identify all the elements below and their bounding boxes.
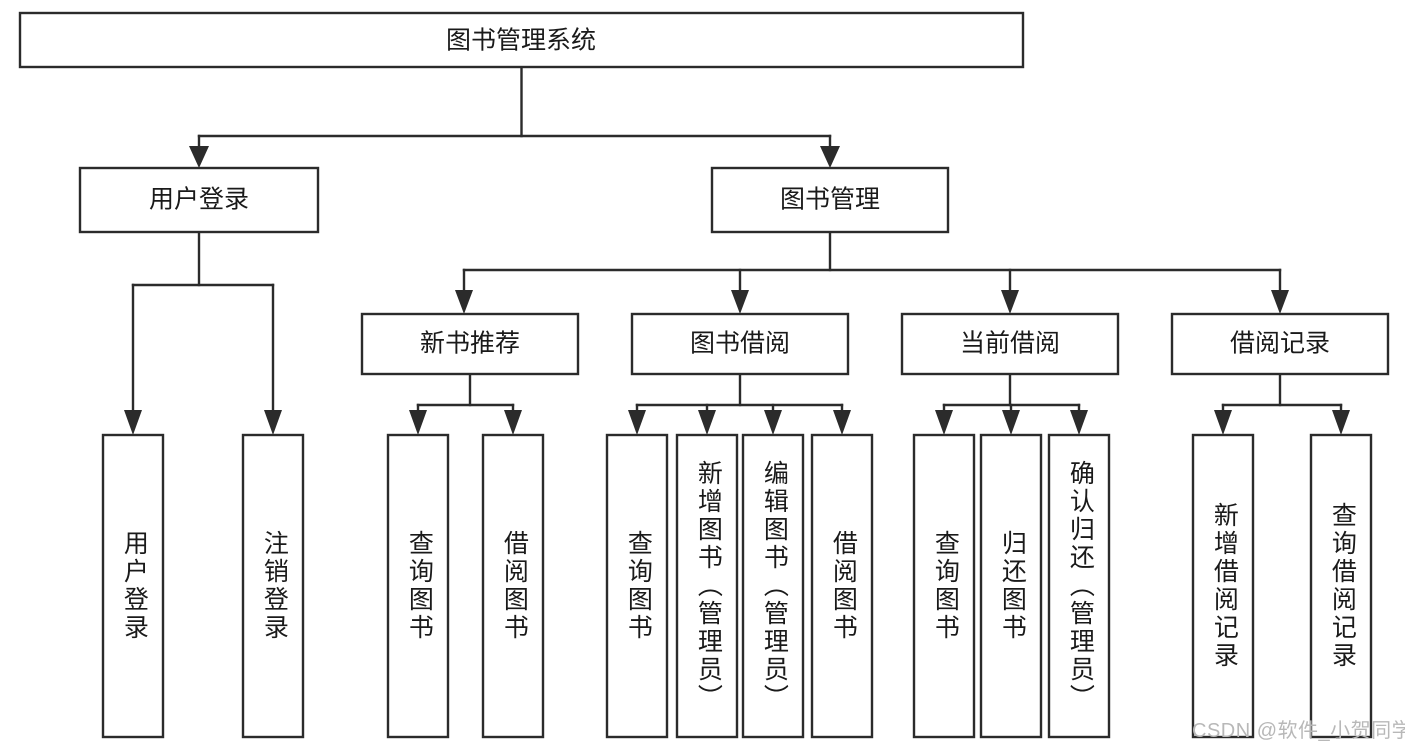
node-root[interactable]: 图书管理系统 bbox=[18, 11, 1025, 69]
node-root-box[interactable] bbox=[18, 11, 1025, 69]
leaf-book-borrow-1-box[interactable] bbox=[605, 433, 669, 739]
node-current-borrow-box[interactable] bbox=[900, 312, 1120, 376]
arrow-head-to-new-book bbox=[455, 290, 473, 314]
connector-group-new-book-to-leaves bbox=[409, 372, 522, 435]
node-borrow-record-box[interactable] bbox=[1170, 312, 1390, 376]
leaf-book-borrow-3-label: 编辑图书（管理员） bbox=[760, 460, 789, 712]
arrow-head-book-borrow-leaf-4 bbox=[833, 410, 851, 435]
leaf-current-borrow-2-label: 归还图书 bbox=[998, 530, 1027, 642]
leaf-current-borrow-2-box[interactable] bbox=[979, 433, 1043, 739]
arrow-head-book-borrow-leaf-1 bbox=[628, 410, 646, 435]
leaf-current-borrow-3[interactable]: 确认归还（管理员） bbox=[1047, 433, 1111, 739]
leaf-user-login-2-box[interactable] bbox=[241, 433, 305, 739]
leaf-book-borrow-4-box[interactable] bbox=[810, 433, 874, 739]
leaf-book-borrow-3[interactable]: 编辑图书（管理员） bbox=[741, 433, 805, 739]
node-new-book-recommend[interactable]: 新书推荐 bbox=[360, 312, 580, 376]
node-book-borrow-box[interactable] bbox=[630, 312, 850, 376]
leaf-book-borrow-4-label: 借阅图书 bbox=[829, 530, 858, 642]
arrow-head-new-book-leaf-1 bbox=[409, 410, 427, 435]
leaf-book-borrow-1-label: 查询图书 bbox=[624, 530, 653, 642]
node-new-book-recommend-box[interactable] bbox=[360, 312, 580, 376]
connector-group-book-manage-to-level3 bbox=[455, 230, 1289, 314]
node-book-manage-box[interactable] bbox=[710, 166, 950, 234]
node-user-login-box[interactable] bbox=[78, 166, 320, 234]
arrow-head-borrow-record-leaf-1 bbox=[1214, 410, 1232, 435]
leaf-current-borrow-1[interactable]: 查询图书 bbox=[912, 433, 976, 739]
connector-group-user-login-to-leaves bbox=[124, 230, 282, 435]
arrow-head-user-login-leaf-2 bbox=[264, 410, 282, 435]
arrow-head-book-borrow-leaf-2 bbox=[698, 410, 716, 435]
leaf-current-borrow-3-box[interactable] bbox=[1047, 433, 1111, 739]
arrow-head-current-borrow-leaf-3 bbox=[1070, 410, 1088, 435]
connector-group-borrow-record-to-leaves bbox=[1214, 372, 1350, 435]
leaf-new-book-1[interactable]: 查询图书 bbox=[386, 433, 450, 739]
node-book-manage-label: 图书管理 bbox=[780, 186, 880, 214]
connector-group-current-borrow-to-leaves bbox=[935, 372, 1088, 435]
leaf-book-borrow-2-label: 新增图书（管理员） bbox=[694, 460, 723, 712]
leaf-borrow-record-2[interactable]: 查询借阅记录 bbox=[1309, 433, 1373, 739]
leaf-new-book-1-label: 查询图书 bbox=[405, 530, 434, 642]
arrow-head-current-borrow-leaf-2 bbox=[1002, 410, 1020, 435]
csdn-watermark: CSDN @软件_小贺同学 bbox=[1192, 720, 1405, 742]
leaf-user-login-1[interactable]: 用户登录 bbox=[101, 433, 165, 739]
node-book-borrow-label: 图书借阅 bbox=[690, 330, 790, 358]
leaf-borrow-record-2-box[interactable] bbox=[1309, 433, 1373, 739]
leaf-current-borrow-2[interactable]: 归还图书 bbox=[979, 433, 1043, 739]
leaf-new-book-2[interactable]: 借阅图书 bbox=[481, 433, 545, 739]
leaf-current-borrow-1-box[interactable] bbox=[912, 433, 976, 739]
leaf-current-borrow-3-label: 确认归还（管理员） bbox=[1066, 460, 1095, 712]
leaf-book-borrow-2-box[interactable] bbox=[675, 433, 739, 739]
node-book-manage[interactable]: 图书管理 bbox=[710, 166, 950, 234]
leaf-book-borrow-4[interactable]: 借阅图书 bbox=[810, 433, 874, 739]
node-user-login[interactable]: 用户登录 bbox=[78, 166, 320, 234]
connector-group-root-to-level2 bbox=[189, 65, 840, 168]
arrow-head-book-borrow-leaf-3 bbox=[764, 410, 782, 435]
arrow-head-root-to-user-login bbox=[189, 146, 209, 168]
leaf-book-borrow-3-box[interactable] bbox=[741, 433, 805, 739]
leaf-book-borrow-1[interactable]: 查询图书 bbox=[605, 433, 669, 739]
arrow-head-to-book-borrow bbox=[731, 290, 749, 314]
leaf-user-login-2[interactable]: 注销登录 bbox=[241, 433, 305, 739]
connector-group-book-borrow-to-leaves bbox=[628, 372, 851, 435]
node-root-label: 图书管理系统 bbox=[446, 27, 596, 55]
arrow-head-new-book-leaf-2 bbox=[504, 410, 522, 435]
node-current-borrow[interactable]: 当前借阅 bbox=[900, 312, 1120, 376]
node-borrow-record-label: 借阅记录 bbox=[1230, 330, 1330, 358]
leaf-borrow-record-2-label: 查询借阅记录 bbox=[1328, 502, 1357, 670]
leaf-user-login-1-label: 用户登录 bbox=[120, 530, 149, 642]
node-book-borrow[interactable]: 图书借阅 bbox=[630, 312, 850, 376]
leaf-book-borrow-2[interactable]: 新增图书（管理员） bbox=[675, 433, 739, 739]
leaf-new-book-2-box[interactable] bbox=[481, 433, 545, 739]
leaf-borrow-record-1-label: 新增借阅记录 bbox=[1210, 502, 1239, 670]
arrow-head-to-borrow-record bbox=[1271, 290, 1289, 314]
leaf-user-login-1-box[interactable] bbox=[101, 433, 165, 739]
arrow-head-root-to-book-manage bbox=[820, 146, 840, 168]
node-current-borrow-label: 当前借阅 bbox=[960, 330, 1060, 358]
leaf-borrow-record-1-box[interactable] bbox=[1191, 433, 1255, 739]
arrow-head-to-current-borrow bbox=[1001, 290, 1019, 314]
leaf-user-login-2-label: 注销登录 bbox=[260, 530, 289, 642]
node-new-book-recommend-label: 新书推荐 bbox=[420, 330, 520, 358]
leaf-borrow-record-1[interactable]: 新增借阅记录 bbox=[1191, 433, 1255, 739]
node-user-login-label: 用户登录 bbox=[149, 186, 249, 214]
leaf-new-book-1-box[interactable] bbox=[386, 433, 450, 739]
arrow-head-borrow-record-leaf-2 bbox=[1332, 410, 1350, 435]
node-borrow-record[interactable]: 借阅记录 bbox=[1170, 312, 1390, 376]
leaf-current-borrow-1-label: 查询图书 bbox=[931, 530, 960, 642]
arrow-head-user-login-leaf-1 bbox=[124, 410, 142, 435]
arrow-head-current-borrow-leaf-1 bbox=[935, 410, 953, 435]
leaf-new-book-2-label: 借阅图书 bbox=[500, 530, 529, 642]
